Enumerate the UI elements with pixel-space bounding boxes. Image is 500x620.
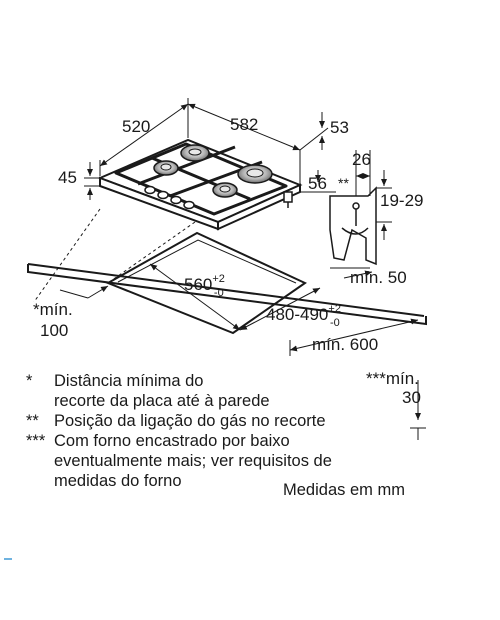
footnote-item: ** Posição da ligação do gás no recorte <box>26 411 406 431</box>
dim-cutout-depth-tol-lower: -0 <box>214 287 224 299</box>
footnote-mark: *** <box>26 432 46 450</box>
dim-gas-height-label: 19-29 <box>380 191 423 210</box>
footnote-item: * Distância mínima do recorte da placa a… <box>26 371 406 411</box>
burner-icon <box>237 164 273 184</box>
dimension-lines <box>59 98 426 440</box>
dim-gas-marker-label: ** <box>338 175 349 191</box>
units-label: Medidas em mm <box>283 481 405 499</box>
footnote-mark: ** <box>26 412 39 430</box>
dim-oven-min-line2: 30 <box>402 388 421 407</box>
projection-lines <box>33 208 196 303</box>
dim-width-label: 582 <box>230 115 258 134</box>
gas-connection-detail <box>329 150 392 279</box>
footnote-text: Posição da ligação do gás no recorte <box>54 411 406 431</box>
dim-side-rear-label: 53 <box>330 118 349 137</box>
dim-oven-min-line1: ***mín. <box>366 369 419 388</box>
dim-height-label: 45 <box>58 168 77 187</box>
dim-cutout-width-label: 480-490+2 -0 <box>266 303 341 329</box>
dim-cutout-width-base: 480-490 <box>266 305 328 324</box>
footnote-line: medidas do forno <box>54 472 182 490</box>
dim-depth-label: 520 <box>122 117 150 136</box>
dim-gas-offset-label: 26 <box>352 150 371 169</box>
footnote-text: Com forno encastrado por baixo eventualm… <box>54 431 406 491</box>
dim-front-min-line2: 100 <box>40 321 68 340</box>
dim-cutout-depth-base: 560 <box>184 275 212 294</box>
burner-icon <box>212 182 238 198</box>
footnote-item: *** Com forno encastrado por baixo event… <box>26 431 406 491</box>
footnote-line: Com forno encastrado por baixo <box>54 432 290 450</box>
dim-cutout-depth-label: 560+2 -0 <box>184 273 225 299</box>
dim-front-min-line1: *mín. <box>33 300 73 319</box>
dim-wall-min-label: mín. 50 <box>350 268 407 287</box>
dim-worktop-min-label: mín. 600 <box>312 335 378 354</box>
footnote-line: eventualmente mais; ver requisitos de <box>54 452 332 470</box>
gas-connector-icon <box>283 191 293 208</box>
burner-icon <box>180 144 210 162</box>
control-knob-icons <box>144 185 195 210</box>
dim-cutout-width-tol-upper: +2 <box>328 303 341 315</box>
footnotes: * Distância mínima do recorte da placa a… <box>26 371 406 491</box>
decorative-mark <box>4 558 12 560</box>
footnote-line: recorte da placa até à parede <box>54 392 270 410</box>
dim-cutout-width-tol-lower: -0 <box>330 317 340 329</box>
footnote-mark: * <box>26 372 33 390</box>
dim-cutout-depth-tol-upper: +2 <box>212 273 225 285</box>
dim-front-label: 56 <box>308 174 327 193</box>
footnote-line: Distância mínima do <box>54 372 204 390</box>
burner-icon <box>153 160 179 176</box>
footnote-text: Distância mínima do recorte da placa até… <box>54 371 406 411</box>
footnote-line: Posição da ligação do gás no recorte <box>54 412 326 430</box>
gas-hob <box>97 138 303 231</box>
